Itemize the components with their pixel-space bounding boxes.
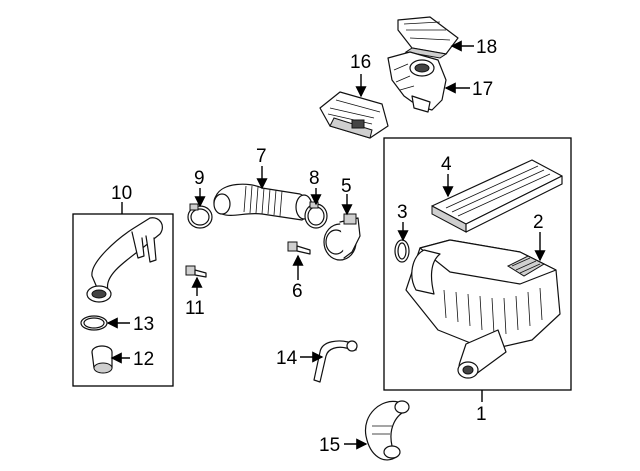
- bolt-part-2: [185, 265, 207, 278]
- bolt-part: [287, 241, 311, 255]
- hose-clamp-part: [187, 203, 213, 229]
- callout-15: 15: [319, 435, 340, 456]
- callout-1: 1: [476, 404, 487, 425]
- callout-3: 3: [397, 202, 408, 223]
- resonator-cover-part: [397, 16, 459, 59]
- callout-18: 18: [476, 37, 497, 58]
- callout-12: 12: [133, 349, 154, 370]
- hose-clamp-part-2: [304, 201, 328, 229]
- resonator-part: [387, 51, 447, 113]
- callout-8: 8: [309, 168, 320, 189]
- callout-11: 11: [185, 298, 205, 319]
- coupler-part: [91, 345, 113, 374]
- callout-17: 17: [472, 79, 493, 100]
- callout-9: 9: [194, 168, 205, 189]
- air-cleaner-assembly-box: [383, 137, 572, 391]
- tube-clamp-part: [80, 315, 108, 331]
- callout-10: 10: [111, 183, 132, 204]
- o-ring-part: [394, 239, 410, 263]
- callout-4: 4: [441, 154, 452, 175]
- vent-hose-part: [313, 340, 358, 383]
- callout-13: 13: [133, 314, 154, 335]
- callout-7: 7: [256, 146, 267, 167]
- intake-hose-part: [213, 183, 313, 221]
- air-filter-element-part: [431, 159, 563, 233]
- maf-sensor-part: [323, 213, 361, 261]
- air-duct-part: [319, 91, 389, 139]
- callout-6: 6: [292, 281, 303, 302]
- intake-duct-group-box: [72, 213, 174, 387]
- intake-tube-part: [86, 217, 163, 303]
- callout-14: 14: [276, 348, 298, 369]
- air-cleaner-housing-part: [405, 239, 561, 379]
- callout-5: 5: [341, 176, 352, 197]
- lower-air-hose-part: [364, 400, 410, 461]
- callout-2: 2: [533, 212, 544, 233]
- callout-16: 16: [350, 52, 371, 73]
